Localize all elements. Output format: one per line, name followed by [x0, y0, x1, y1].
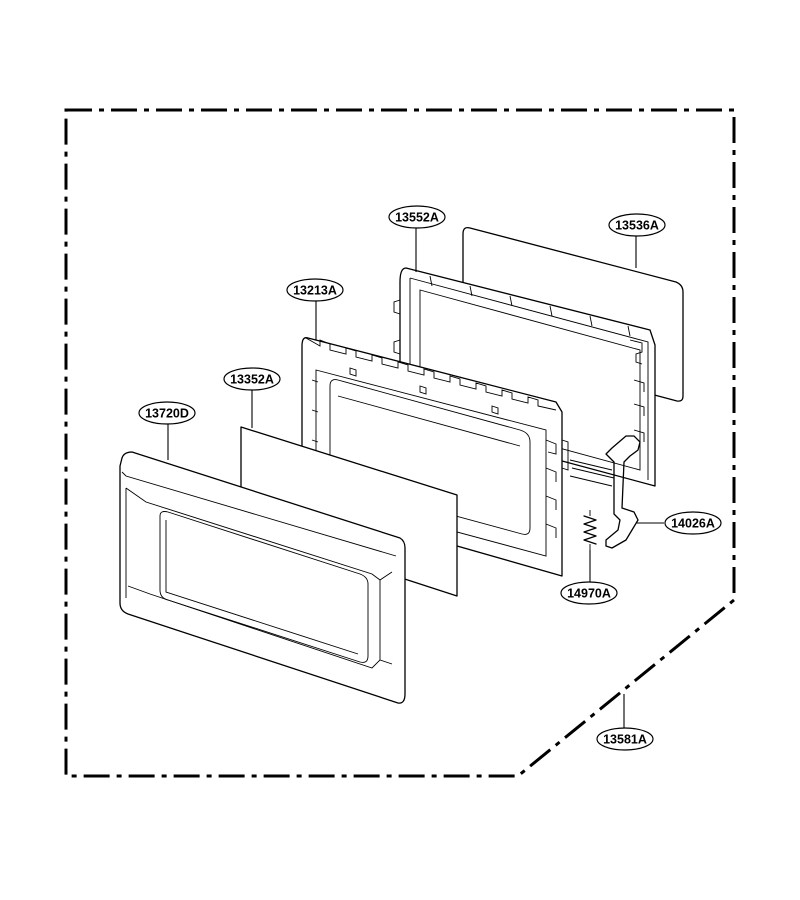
assembly-boundary	[64, 108, 736, 778]
callout-13536A: 13536A	[608, 213, 666, 237]
callout-13352A: 13352A	[223, 367, 281, 391]
callout-13552A: 13552A	[388, 205, 446, 229]
callout-14026A: 14026A	[664, 511, 722, 535]
part-13720D-outer-frame	[119, 451, 406, 704]
label-13352A: 13352A	[230, 373, 274, 387]
part-14970A-spring	[583, 510, 597, 550]
callout-13581A: 13581A	[596, 727, 654, 751]
label-13552A: 13552A	[395, 211, 439, 225]
label-14026A: 14026A	[671, 517, 715, 531]
callout-13213A: 13213A	[286, 278, 344, 302]
label-14970A: 14970A	[567, 587, 611, 601]
label-13720D: 13720D	[145, 407, 189, 421]
label-13213A: 13213A	[293, 284, 337, 298]
callout-14970A: 14970A	[560, 581, 618, 605]
callout-13720D: 13720D	[138, 401, 196, 425]
part-14026A-latch-hook	[569, 435, 641, 549]
label-13536A: 13536A	[615, 219, 659, 233]
label-13581A: 13581A	[603, 733, 647, 747]
